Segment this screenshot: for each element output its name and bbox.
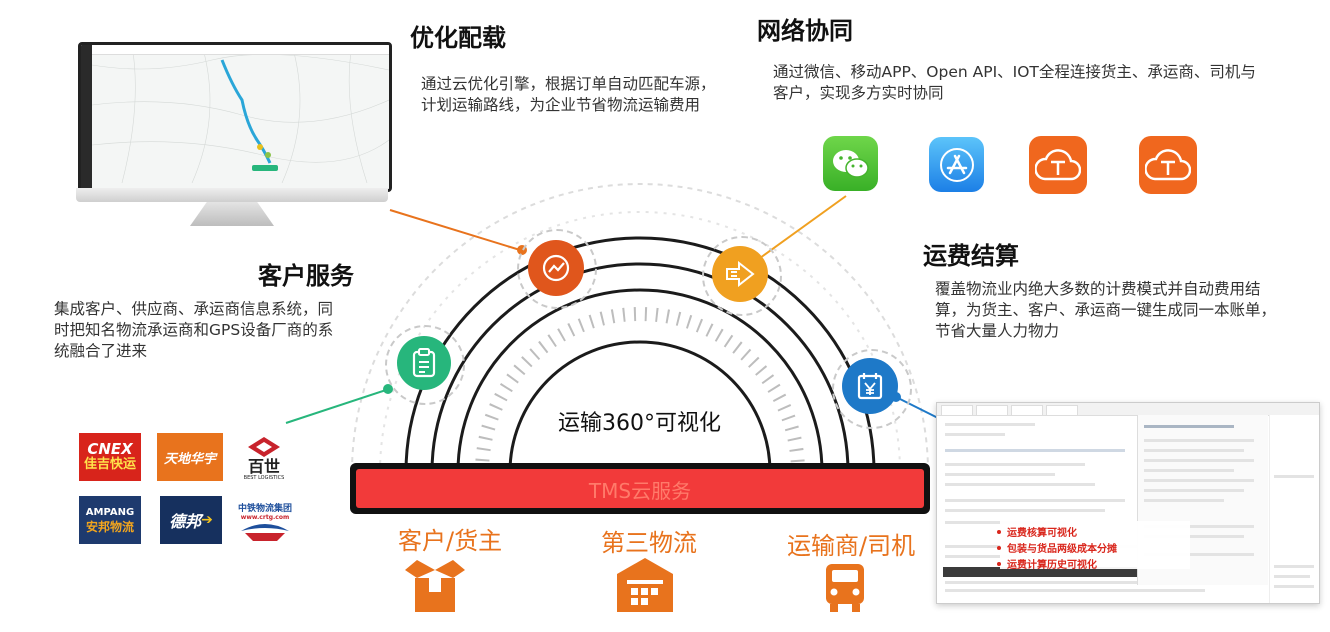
settlement-description: 覆盖物流业内绝大多数的计费模式并自动费用结算，为货主、客户、承运商一键生成同一本…: [935, 280, 1277, 340]
tms-bar: TMS云服务: [350, 463, 930, 514]
billing-bullet-text: 包装与货品两级成本分摊: [1007, 544, 1117, 555]
monitor-bezel: [76, 188, 388, 202]
app-topbar: [92, 45, 389, 55]
role-label-shipper: 客户/货主: [398, 527, 503, 555]
billing-bullet-text: 运费计算历史可视化: [1007, 560, 1097, 571]
role-label-3pl: 第三物流: [601, 529, 697, 557]
warehouse-icon: [615, 556, 675, 616]
visualization-label: 运输360°可视化: [558, 411, 721, 436]
optimize-description: 通过云优化引擎，根据订单自动匹配车源，计划运输路线，为企业节省物流运输费用: [421, 75, 716, 114]
billing-bullet: 运费计算历史可视化: [997, 556, 1097, 571]
network-description: 通过微信、移动APP、Open API、IOT全程连接货主、承运商、司机与客户，…: [773, 63, 1256, 102]
logo-tiandihuayu-text: 天地华宇: [163, 451, 216, 467]
app-store-icon: [929, 137, 984, 192]
logo-tiandihuayu: 天地华宇: [157, 433, 223, 481]
calendar-yen-icon: [842, 358, 898, 414]
billing-highlights: [1000, 521, 1190, 569]
role-label-carrier: 运输商/司机: [787, 532, 916, 560]
logo-cnex: CNEX 佳吉快运: [79, 433, 141, 481]
best-mark-icon: [248, 436, 280, 457]
logo-cnex-text: CNEX: [87, 440, 133, 458]
logo-ampang: AMPANG 安邦物流: [79, 496, 141, 544]
screenshot-tabs: [937, 403, 1319, 416]
clipboard-icon: [397, 336, 451, 390]
logo-best: 百世 BEST LOGISTICS: [233, 432, 295, 484]
logo-best-sub: BEST LOGISTICS: [243, 474, 285, 481]
settlement-ring: [832, 349, 912, 429]
logo-cnex-sub: 佳吉快运: [83, 457, 136, 472]
route-map-graphic: [91, 45, 389, 184]
optimize-ring: [517, 229, 597, 309]
route-map: [91, 45, 389, 189]
logo-debang: 德邦 ➔: [160, 496, 222, 544]
crtg-mark-icon: [241, 524, 289, 541]
bullet-dot-icon: [997, 529, 1001, 534]
cloud-t-icon: [1029, 136, 1087, 194]
box-icon: [403, 556, 467, 618]
logo-debang-text: 德邦: [169, 512, 202, 531]
logo-debang-arrow-icon: ➔: [201, 512, 213, 528]
billing-bullet: 包装与货品两级成本分摊: [997, 540, 1117, 555]
logo-crtg: 中铁物流集团 www.crtg.com: [232, 496, 298, 548]
monitor-stand: [190, 202, 274, 226]
route-map-monitor: [76, 42, 392, 228]
monitor-screen: [78, 42, 392, 192]
customer-description: 集成客户、供应商、承运商信息系统，同时把知名物流承运商和GPS设备厂商的系统融合…: [54, 300, 334, 360]
wechat-icon: [823, 136, 878, 191]
bullet-dot-icon: [997, 545, 1001, 550]
logo-crtg-text: 中铁物流集团: [237, 504, 292, 514]
share-arrow-icon: [712, 246, 768, 302]
truck-icon: [822, 562, 868, 618]
bullet-dot-icon: [997, 561, 1001, 566]
network-title: 网络协同: [757, 17, 853, 45]
screenshot-table-header: [943, 567, 1213, 577]
network-ring: [702, 236, 782, 316]
optimize-title: 优化配载: [410, 24, 506, 52]
customer-ring: [385, 325, 465, 405]
logo-crtg-sub: www.crtg.com: [240, 514, 290, 521]
logo-ampang-text: AMPANG: [85, 507, 135, 518]
logo-best-text: 百世: [247, 456, 280, 476]
billing-screenshot: [936, 402, 1320, 604]
tms-bar-inner: [356, 469, 924, 508]
logo-ampang-sub: 安邦物流: [85, 520, 134, 534]
billing-bullet: 运费核算可视化: [997, 524, 1077, 539]
cloud-t-icon: [1139, 136, 1197, 194]
customer-title: 客户服务: [258, 262, 354, 290]
app-sidebar: [81, 45, 92, 189]
settlement-title: 运费结算: [923, 242, 1019, 270]
chart-line-icon: [528, 240, 584, 296]
billing-bullet-text: 运费核算可视化: [1007, 528, 1077, 539]
tms-label: TMS云服务: [588, 479, 692, 503]
screenshot-right-column: [1269, 415, 1319, 603]
